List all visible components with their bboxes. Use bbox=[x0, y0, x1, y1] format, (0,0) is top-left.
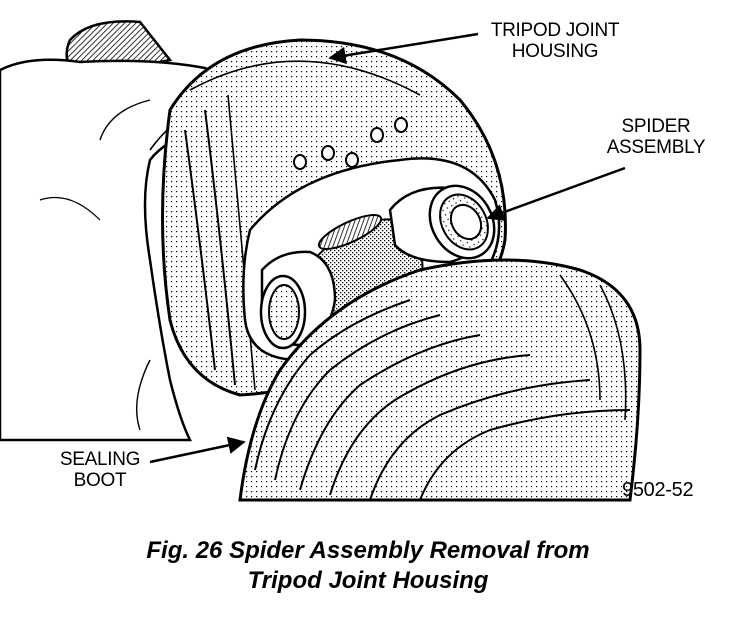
spider-assembly bbox=[259, 184, 496, 350]
label-tripod-joint-housing: TRIPOD JOINT HOUSING bbox=[470, 20, 640, 62]
caption-line: Fig. 26 Spider Assembly Removal from bbox=[146, 537, 590, 564]
leader-arrows bbox=[149, 32, 626, 464]
label-line: HOUSING bbox=[511, 41, 599, 62]
figure-caption: Fig. 26 Spider Assembly Removal from Tri… bbox=[0, 536, 736, 596]
label-line: SPIDER bbox=[621, 116, 691, 137]
label-line: BOOT bbox=[73, 470, 127, 491]
label-line: SEALING bbox=[59, 449, 141, 470]
technical-illustration bbox=[0, 20, 642, 502]
caption-line: Tripod Joint Housing bbox=[247, 567, 489, 594]
sealing-boot bbox=[238, 258, 642, 502]
label-spider-assembly: SPIDER ASSEMBLY bbox=[596, 116, 716, 158]
label-line: TRIPOD JOINT bbox=[490, 20, 620, 41]
arrow-spider-assembly bbox=[486, 166, 626, 221]
figure-code: 9502-52 bbox=[622, 479, 694, 501]
label-sealing-boot: SEALING BOOT bbox=[40, 449, 160, 491]
arrow-tripod-housing bbox=[328, 32, 479, 65]
arrow-sealing-boot bbox=[149, 436, 246, 464]
label-line: ASSEMBLY bbox=[606, 137, 706, 158]
